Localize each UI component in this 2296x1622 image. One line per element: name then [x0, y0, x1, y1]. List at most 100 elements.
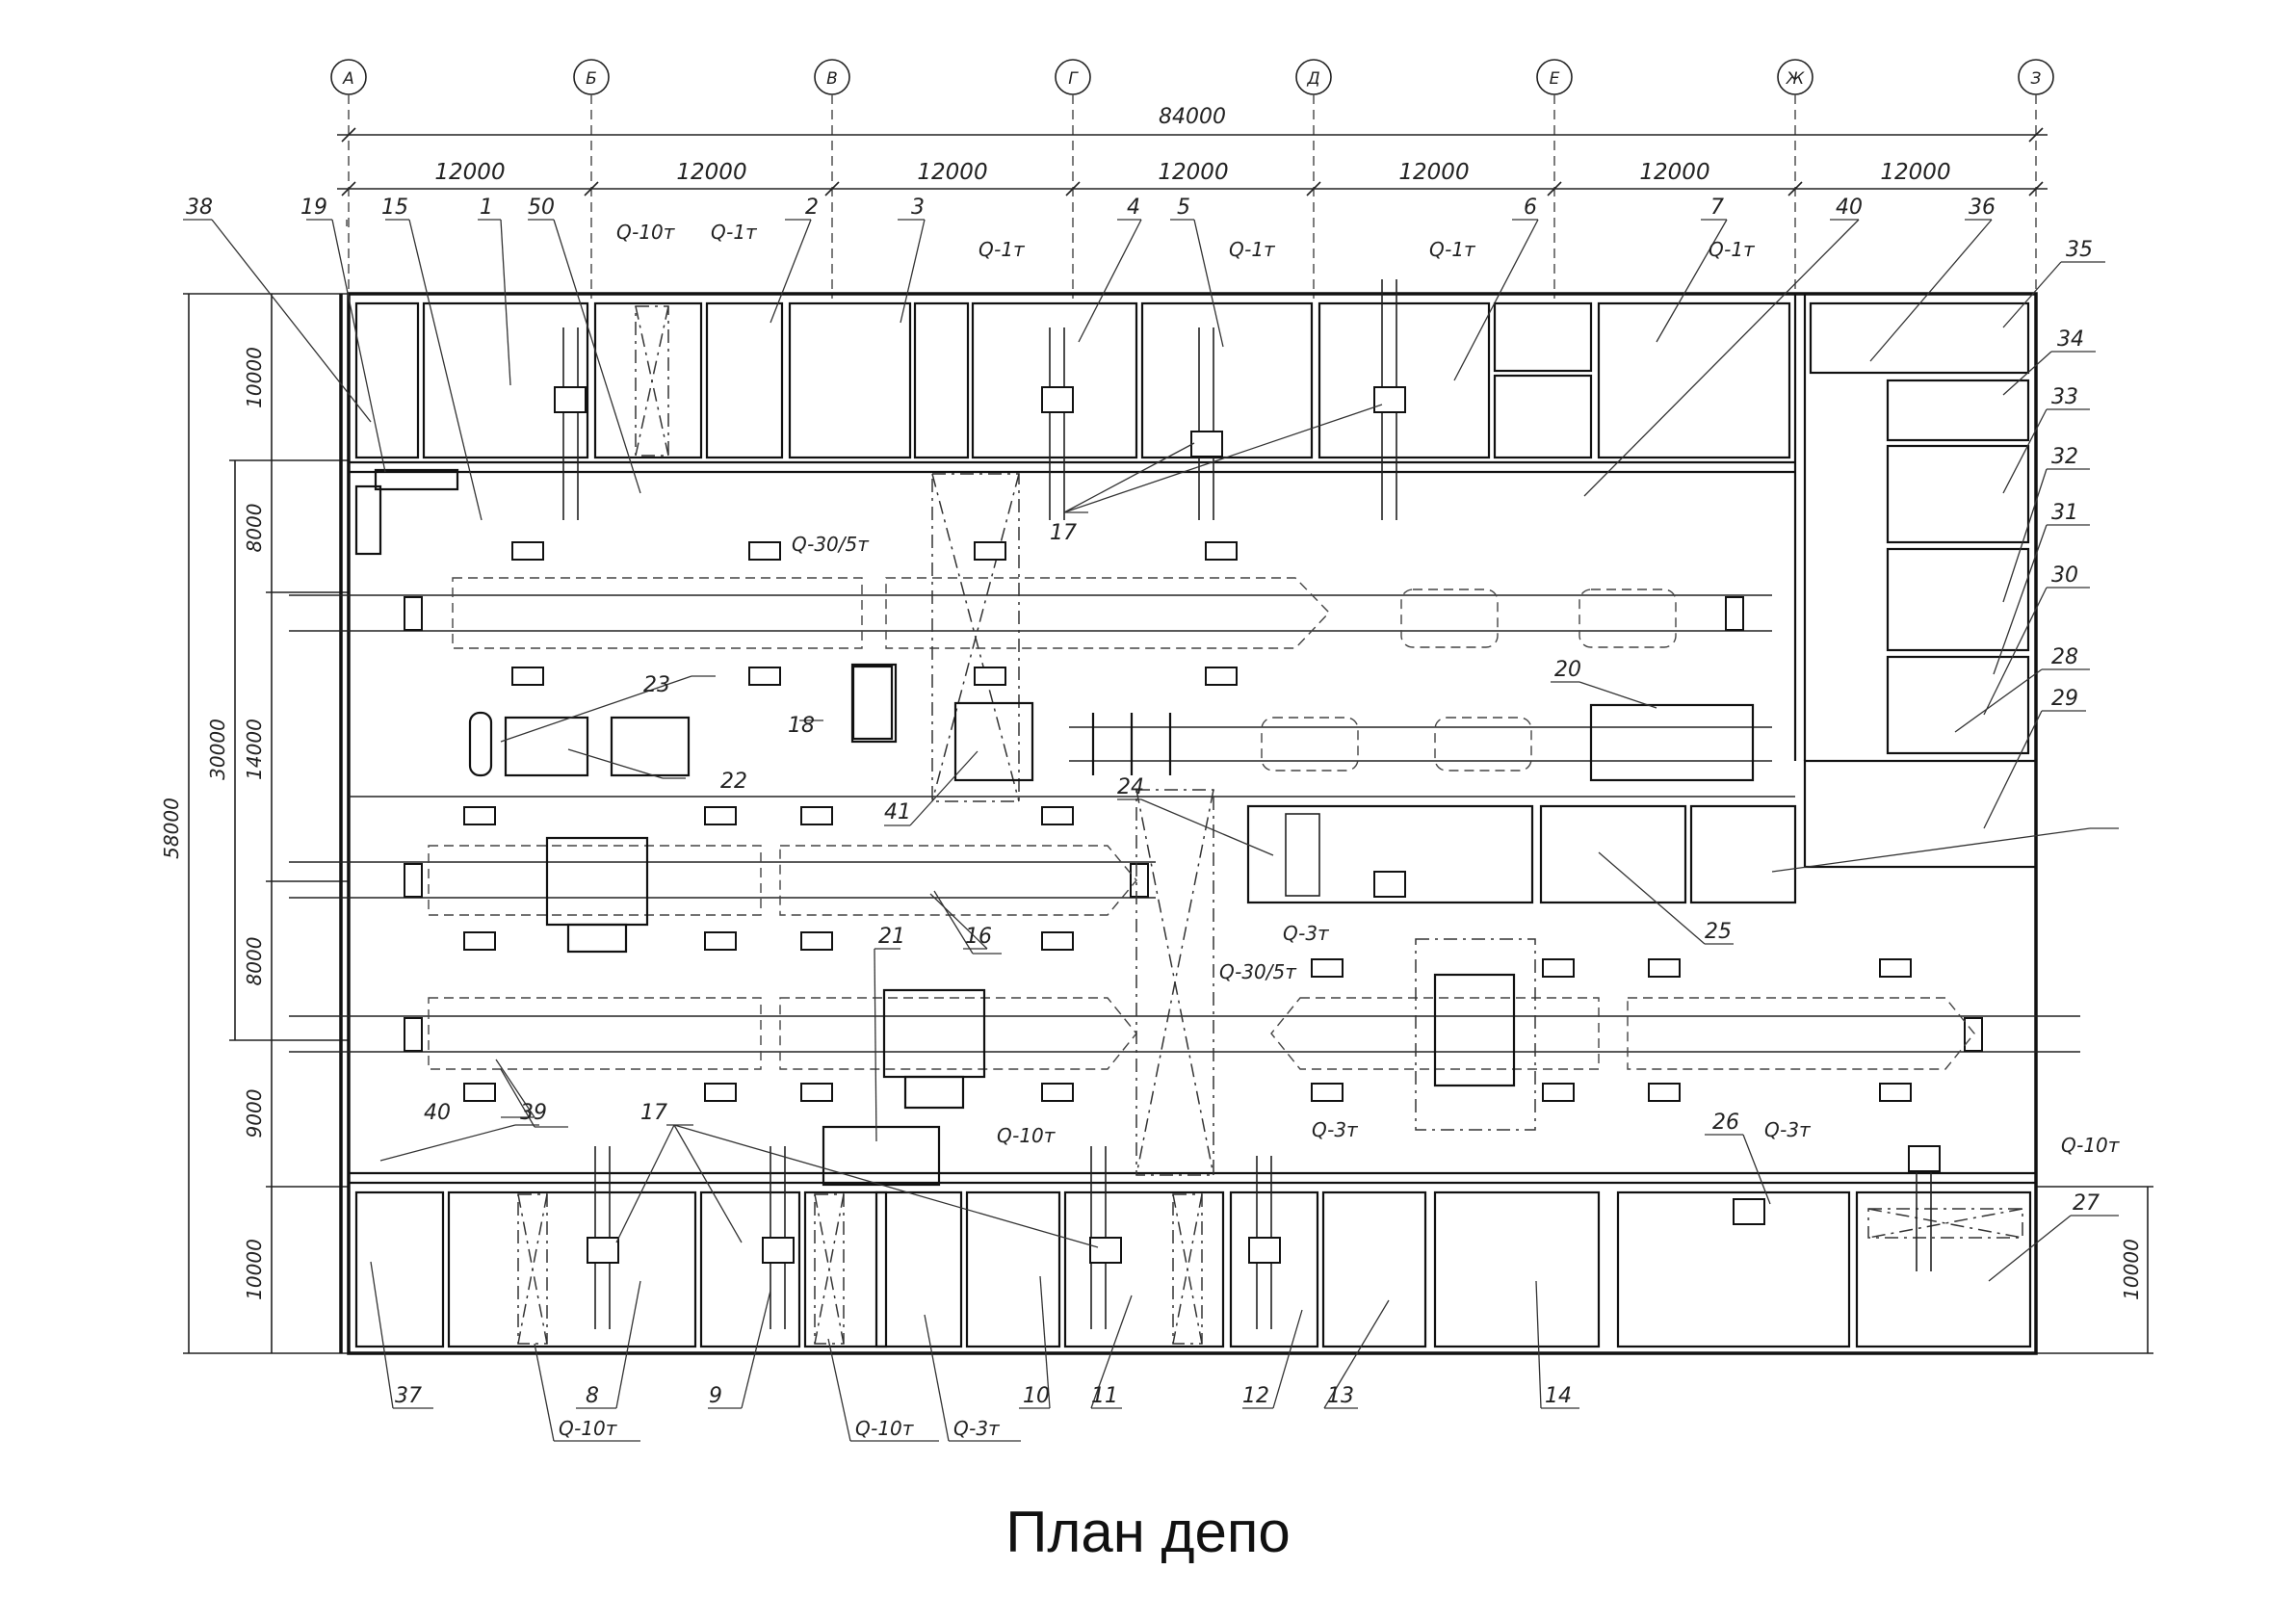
building-walls — [339, 292, 2038, 1355]
label-33: 33 — [2051, 385, 2078, 409]
svg-text:12000: 12000 — [1639, 160, 1709, 185]
label-12: 12 — [1242, 1384, 1269, 1408]
label-17-bottom: 17 — [640, 1101, 667, 1125]
label-29: 29 — [2051, 687, 2078, 711]
label-39: 39 — [520, 1101, 547, 1125]
svg-text:30000: 30000 — [206, 719, 229, 780]
label-5: 5 — [1177, 196, 1190, 220]
top-rooms — [354, 301, 2038, 869]
locomotive-outlines — [428, 577, 1975, 1070]
svg-text:12000: 12000 — [917, 160, 987, 185]
svg-text:9000: 9000 — [243, 1089, 266, 1138]
label-20: 20 — [1554, 658, 1581, 682]
crane-label-q10-bot1: Q-10т — [559, 1417, 618, 1440]
label-1: 1 — [480, 196, 493, 220]
crane-label-q10-r: Q-10т — [2061, 1134, 2121, 1157]
label-10: 10 — [1023, 1384, 1050, 1408]
label-40-top: 40 — [1836, 196, 1863, 220]
label-41: 41 — [884, 800, 911, 824]
label-14: 14 — [1545, 1384, 1572, 1408]
svg-text:10000: 10000 — [243, 1239, 266, 1300]
svg-text:58000: 58000 — [160, 798, 183, 859]
label-34: 34 — [2057, 327, 2084, 352]
svg-text:А: А — [342, 69, 354, 89]
crane-label-q3-b1: Q-3т — [1312, 1118, 1359, 1141]
axis-Zh: Ж — [1777, 59, 1813, 299]
crane-label-q10-b1: Q-10т — [997, 1124, 1057, 1147]
axis-B: Б — [573, 59, 610, 299]
crane-label-q3-mid: Q-3т — [1283, 922, 1330, 945]
label-8: 8 — [586, 1384, 599, 1408]
svg-text:Ж: Ж — [1786, 69, 1805, 89]
label-37: 37 — [395, 1384, 422, 1408]
label-21: 21 — [878, 925, 905, 949]
crane-label-q10-top: Q-10т — [616, 221, 676, 244]
label-6: 6 — [1524, 196, 1537, 220]
label-2: 2 — [805, 196, 819, 220]
label-28: 28 — [2051, 645, 2078, 669]
axis-D: Д — [1295, 59, 1332, 299]
label-23: 23 — [643, 673, 670, 697]
axis-G: Г — [1055, 59, 1091, 299]
svg-text:З: З — [2031, 69, 2042, 89]
label-31: 31 — [2051, 501, 2078, 525]
label-30: 30 — [2051, 563, 2078, 588]
reference-numbers: 38 19 15 1 50 2 3 4 5 6 7 40 36 35 34 33… — [186, 196, 2100, 1408]
crane-label-q1-top3: Q-1т — [1229, 238, 1276, 261]
svg-text:Д: Д — [1306, 69, 1319, 89]
svg-text:Б: Б — [586, 69, 597, 89]
svg-text:10000: 10000 — [243, 347, 266, 408]
svg-text:12000: 12000 — [676, 160, 746, 185]
label-15: 15 — [381, 196, 408, 220]
label-13: 13 — [1327, 1384, 1354, 1408]
crane-label-q30-mid: Q-30/5т — [1219, 960, 1297, 983]
svg-text:В: В — [826, 69, 838, 89]
overall-dimension: 84000 — [1159, 105, 1226, 129]
label-25: 25 — [1705, 920, 1732, 944]
crane-label-q3-bot: Q-3т — [953, 1417, 1001, 1440]
top-dimensions: 84000 12000 12000 12000 12000 12000 1200… — [337, 105, 2048, 196]
label-32: 32 — [2051, 445, 2078, 469]
axis-Z: З — [2018, 59, 2054, 299]
svg-text:Е: Е — [1550, 69, 1560, 89]
left-dimensions: 10000 8000 14000 8000 9000 10000 30000 5… — [160, 293, 2153, 1354]
label-36: 36 — [1969, 196, 1996, 220]
svg-text:12000: 12000 — [434, 160, 505, 185]
label-26: 26 — [1712, 1111, 1739, 1135]
svg-text:10000: 10000 — [2120, 1239, 2143, 1300]
axis-V: В — [814, 59, 850, 299]
label-17-top: 17 — [1050, 521, 1077, 545]
svg-text:12000: 12000 — [1880, 160, 1950, 185]
crane-label-q30-top: Q-30/5т — [792, 533, 870, 556]
label-38: 38 — [186, 196, 213, 220]
axis-A: А — [330, 59, 367, 299]
svg-text:12000: 12000 — [1398, 160, 1469, 185]
label-27: 27 — [2073, 1191, 2100, 1216]
equipment — [354, 468, 1912, 1131]
crane-label-q3-b2: Q-3т — [1764, 1118, 1812, 1141]
leader-lines — [183, 219, 2119, 1442]
svg-text:12000: 12000 — [1158, 160, 1228, 185]
svg-text:Г: Г — [1068, 69, 1079, 89]
label-9: 9 — [709, 1384, 722, 1408]
grid-axes: А Б В Г Д Е Ж З — [330, 59, 2054, 299]
crane-capacity-labels: Q-10т Q-1т Q-1т Q-1т Q-1т Q-1т Q-30/5т Q… — [559, 221, 2121, 1440]
label-16: 16 — [965, 925, 992, 949]
crane-label-q1-top2: Q-1т — [978, 238, 1026, 261]
crane-label-q1-top5: Q-1т — [1709, 238, 1756, 261]
drawing-caption: План депо — [1005, 1500, 1291, 1564]
label-35: 35 — [2066, 238, 2093, 262]
svg-text:8000: 8000 — [243, 504, 266, 553]
label-4: 4 — [1127, 196, 1140, 220]
label-3: 3 — [911, 196, 925, 220]
label-18: 18 — [788, 714, 815, 738]
label-40-bottom: 40 — [424, 1101, 451, 1125]
label-22: 22 — [720, 770, 747, 794]
axis-E: Е — [1536, 59, 1573, 299]
label-50: 50 — [528, 196, 555, 220]
label-11: 11 — [1091, 1384, 1118, 1408]
svg-text:14000: 14000 — [243, 719, 266, 780]
overhead-cranes — [517, 279, 2023, 1345]
crane-label-q1-top1: Q-1т — [711, 221, 758, 244]
